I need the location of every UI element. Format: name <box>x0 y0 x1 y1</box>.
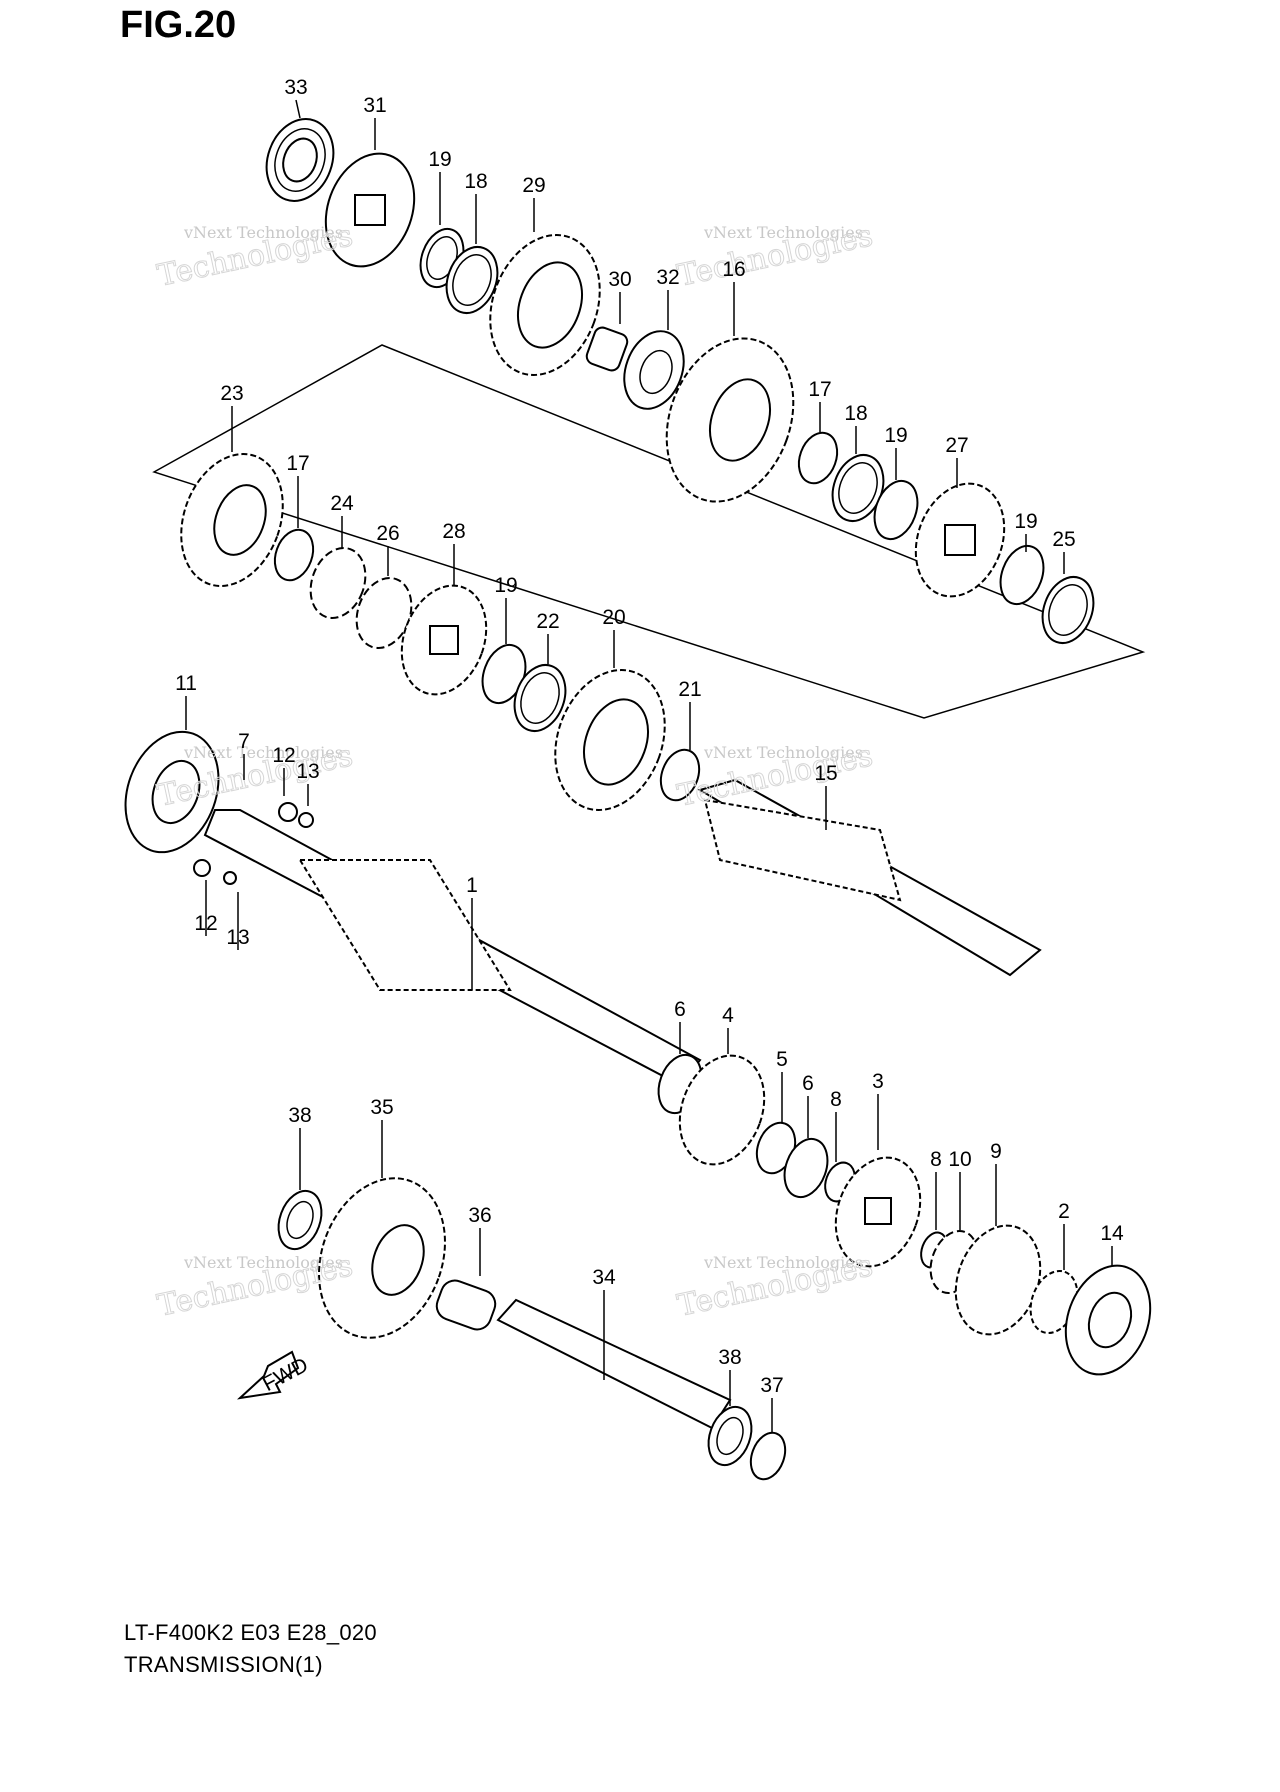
part-6-circlip-b <box>783 1137 829 1199</box>
svg-text:vNext Technologies: vNext Technologies <box>183 743 343 762</box>
callout-17: 17 <box>808 378 831 401</box>
part-15-countershaft <box>697 778 1042 977</box>
callout-33: 33 <box>284 76 307 99</box>
svg-text:vNext Technologies: vNext Technologies <box>703 743 863 762</box>
callout-13: 13 <box>226 926 249 949</box>
part-25-washer <box>1041 576 1095 644</box>
part-11-bearing <box>124 730 220 854</box>
part-30-bushing <box>585 326 629 372</box>
callout-22: 22 <box>536 610 559 633</box>
part-18-washer <box>445 246 499 314</box>
part-17-bushing <box>797 431 839 485</box>
callout-15: 15 <box>814 762 837 785</box>
callout-21: 21 <box>678 678 701 701</box>
part-4-gear <box>678 1054 766 1166</box>
callout-31: 31 <box>363 94 386 117</box>
part-31-shift-dog <box>324 152 416 268</box>
callout-2: 2 <box>1058 1200 1070 1223</box>
callout-23: 23 <box>220 382 243 405</box>
callout-29: 29 <box>522 174 545 197</box>
callout-10: 10 <box>948 1148 971 1171</box>
svg-text:vNext Technologies: vNext Technologies <box>703 1253 863 1272</box>
callout-11: 11 <box>175 672 197 695</box>
callout-32: 32 <box>656 266 679 289</box>
part-29-gear <box>489 234 601 376</box>
callout-26: 26 <box>376 522 399 545</box>
callout-7: 7 <box>238 730 250 753</box>
part-1-main-shaft <box>203 809 702 1087</box>
figure-title: FIG.20 <box>120 4 237 46</box>
callout-8: 8 <box>830 1088 842 1111</box>
callout-5: 5 <box>776 1048 788 1071</box>
part-20-gear <box>554 669 666 811</box>
callout-35: 35 <box>370 1096 393 1119</box>
part-19-circlip-b <box>873 479 919 541</box>
callout-12: 12 <box>194 912 217 935</box>
model-code: LT-F400K2 E03 E28_020 <box>124 1620 377 1645</box>
callout-19: 19 <box>1014 510 1037 533</box>
part-27-gear <box>914 482 1006 598</box>
part-38-washer-b <box>707 1405 753 1467</box>
callout-38: 38 <box>288 1104 311 1127</box>
svg-text:vNext Technologies: vNext Technologies <box>183 223 343 242</box>
callout-18: 18 <box>464 170 487 193</box>
part-37-circlip <box>749 1431 787 1481</box>
callout-3: 3 <box>872 1070 884 1093</box>
callout-6: 6 <box>802 1072 814 1095</box>
callout-27: 27 <box>945 434 968 457</box>
part-22-washer <box>513 664 567 732</box>
leader-lines <box>185 99 1113 1432</box>
part-14-bearing <box>1064 1264 1152 1376</box>
callout-12: 12 <box>272 744 295 767</box>
callout-19: 19 <box>494 574 517 597</box>
part-32-lock-washer <box>623 330 685 410</box>
callout-19: 19 <box>884 424 907 447</box>
callout-1: 1 <box>466 874 478 897</box>
part-36-bushing <box>435 1279 497 1331</box>
callout-24: 24 <box>330 492 354 515</box>
part-38-washer <box>277 1189 323 1251</box>
svg-text:vNext Technologies: vNext Technologies <box>703 223 863 242</box>
part-33-bearing <box>265 118 335 202</box>
callout-13: 13 <box>296 760 319 783</box>
part-28-gear <box>400 584 488 696</box>
leader-line <box>295 99 301 119</box>
callout-34: 34 <box>592 1266 616 1289</box>
callout-18: 18 <box>844 402 867 425</box>
part-17-bushing-b <box>273 528 315 582</box>
callout-16: 16 <box>722 258 745 281</box>
part-21-bushing <box>659 748 701 802</box>
part-19-circlip-c <box>999 544 1045 606</box>
group-frame <box>152 344 1146 719</box>
callout-25: 25 <box>1052 528 1075 551</box>
part-12-13-fasteners <box>193 802 314 885</box>
callout-9: 9 <box>990 1140 1002 1163</box>
callout-28: 28 <box>442 520 465 543</box>
callout-38: 38 <box>718 1346 741 1369</box>
callout-8: 8 <box>930 1148 942 1171</box>
callout-36: 36 <box>468 1204 491 1227</box>
part-23-gear <box>180 453 284 587</box>
callout-17: 17 <box>286 452 309 475</box>
part-16-gear <box>665 337 795 503</box>
callout-4: 4 <box>722 1004 734 1027</box>
part-24-washer <box>309 547 367 619</box>
callout-19: 19 <box>428 148 451 171</box>
callout-37: 37 <box>760 1374 783 1397</box>
part-3-gear <box>834 1156 922 1268</box>
section-title: TRANSMISSION(1) <box>124 1652 323 1677</box>
callout-20: 20 <box>602 606 625 629</box>
callout-14: 14 <box>1100 1222 1124 1245</box>
callout-30: 30 <box>608 268 631 291</box>
fwd-arrow: FWD <box>236 1350 312 1400</box>
svg-text:vNext Technologies: vNext Technologies <box>183 1253 343 1272</box>
callout-6: 6 <box>674 998 686 1021</box>
part-35-gear <box>318 1177 446 1339</box>
